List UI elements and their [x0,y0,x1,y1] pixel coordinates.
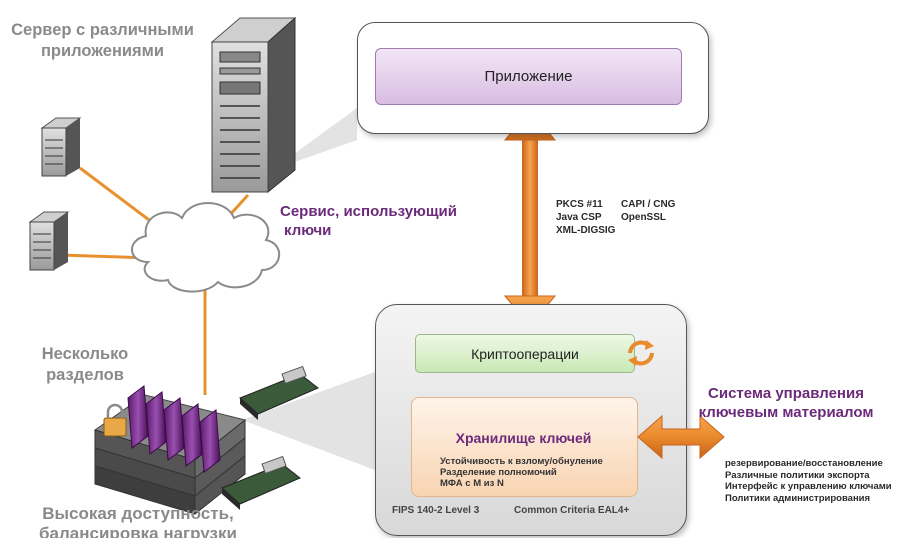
api-label: Java CSP [556,212,602,223]
api-label: OpenSSL [621,212,667,223]
partitions-title-line: разделов [46,366,124,384]
key-storage-box [411,397,638,497]
padlock-icon [103,403,127,437]
kms-feature: Политики администрирования [725,492,871,504]
api-label: XML-DIGSIG [556,225,616,236]
key-service-line: Сервис, использующий [280,203,457,220]
purple-blades [127,385,221,473]
cloud-icon [131,202,281,293]
small-server-icon [28,211,70,271]
application-box: Приложение [375,48,682,105]
key-storage-feature: Разделение полномочий [440,467,557,478]
kms-feature: Интерфейс к управлению ключами [725,481,892,492]
callout-wedge-hsm [242,372,375,470]
pci-card-icon [239,365,319,420]
server-title-line: Сервер с различными [11,21,194,39]
key-storage-title: Хранилище ключей [455,430,592,446]
kms-features: резервирование/восстановление Различные … [725,458,892,504]
high-availability-title: Высокая доступность, балансировка нагруз… [18,504,258,538]
ha-title-line: Высокая доступность, [42,504,234,523]
kms-feature: резервирование/восстановление [725,458,883,469]
small-server-icon [40,117,82,177]
refresh-cycle-icon [628,340,654,366]
kms-line: ключевым материалом [698,404,874,421]
server-tower-icon [210,16,297,194]
kms-label: Система управления ключевым материалом [686,384,886,422]
server-title-line: приложениями [40,42,165,60]
kms-feature: Различные политики экспорта [725,469,870,481]
fips-label: FIPS 140-2 Level 3 [392,505,480,516]
partitions-title: Несколько разделов [20,344,150,386]
key-storage-feature: Устойчивость к взлому/обнуление [440,456,603,467]
common-criteria-label: Common Criteria EAL4+ [514,505,630,516]
server-title: Сервер с различными приложениями [0,20,205,62]
kms-line: Система управления [708,385,864,402]
crypto-operations-box: Криптооперации [415,334,635,373]
api-list-col1: PKCS #11 Java CSP XML-DIGSIG [556,198,615,237]
key-storage-feature: МФА с M из N [440,478,504,489]
key-service-label: Сервис, использующий ключи [280,202,457,240]
key-storage-features: Устойчивость к взлому/обнуление Разделен… [440,456,603,489]
api-list-col2: CAPI / CNG OpenSSL [621,198,675,224]
hsm-appliance-icon [93,385,247,516]
double-arrow-icon [637,414,725,460]
pci-card-icon [221,455,301,510]
api-label: PKCS #11 [556,199,603,210]
key-service-line: ключи [284,222,332,239]
ha-title-line: балансировка нагрузки [39,524,237,538]
double-arrow-icon [503,109,557,327]
api-label: CAPI / CNG [621,199,676,210]
partitions-title-line: Несколько [41,345,129,363]
